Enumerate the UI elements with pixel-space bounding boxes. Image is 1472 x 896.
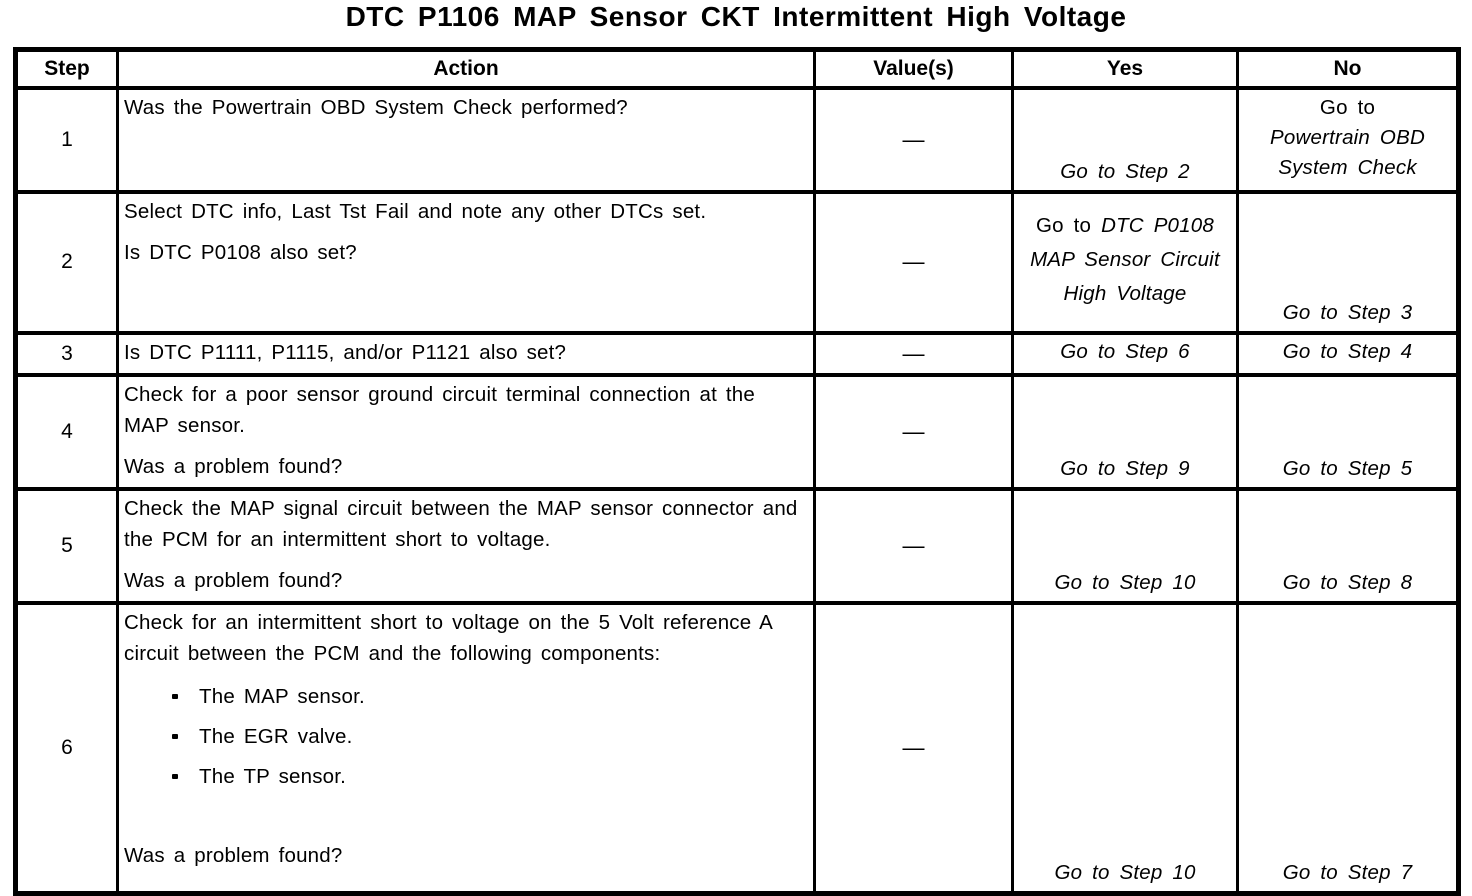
action-text: Is DTC P1111, P1115, and/or P1121 also s… — [124, 340, 567, 364]
value-cell: — — [813, 330, 1014, 377]
goto-text: Go to Step 10 — [1054, 570, 1196, 594]
bullet-item: The EGR valve. — [124, 721, 807, 752]
table-row: 2 Select DTC info, Last Tst Fail and not… — [14, 189, 1460, 335]
action-text: Check for a poor sensor ground circuit t… — [124, 382, 755, 437]
column-header-values: Value(s) — [813, 47, 1014, 90]
value-cell: — — [813, 486, 1014, 605]
action-cell: Check for an intermittent short to volta… — [116, 600, 816, 896]
action-cell: Is DTC P1111, P1115, and/or P1121 also s… — [116, 330, 816, 377]
diagnostic-table: Step Action Value(s) Yes No 1 Was the Po… — [13, 47, 1461, 896]
step-number: 6 — [14, 600, 119, 896]
no-cell: Go to Step 3 — [1236, 189, 1460, 335]
step-number: 1 — [14, 85, 119, 194]
goto-text: Go to Step 8 — [1282, 570, 1413, 594]
yes-cell: Go to Step 10 — [1011, 486, 1239, 605]
table-row: 3 Is DTC P1111, P1115, and/or P1121 also… — [14, 330, 1460, 377]
action-text: Was the Powertrain OBD System Check perf… — [124, 95, 628, 119]
yes-cell: Go to Step 6 — [1011, 330, 1239, 377]
action-question: Was a problem found? — [124, 454, 343, 478]
goto-prefix: Go to — [1319, 95, 1376, 119]
goto-text: Go to Step 2 — [1060, 159, 1190, 183]
action-question: Is DTC P0108 also set? — [124, 240, 357, 264]
column-header-no: No — [1236, 47, 1460, 90]
goto-text: Go to Step 9 — [1060, 456, 1190, 480]
action-cell: Check the MAP signal circuit between the… — [116, 486, 816, 605]
no-cell: Go to Step 4 — [1236, 330, 1460, 377]
action-text: Check for an intermittent short to volta… — [124, 610, 772, 665]
table-row: 4 Check for a poor sensor ground circuit… — [14, 372, 1460, 491]
yes-cell: Go to Step 10 — [1011, 600, 1239, 896]
column-header-step: Step — [14, 47, 119, 90]
goto-text: Go to Step 6 — [1060, 339, 1190, 363]
action-question: Was a problem found? — [124, 568, 343, 592]
goto-text: Go to Step 3 — [1282, 300, 1413, 324]
table-row: 5 Check the MAP signal circuit between t… — [14, 486, 1460, 605]
step-number: 4 — [14, 372, 119, 491]
no-cell: Go to Step 8 — [1236, 486, 1460, 605]
value-cell: — — [813, 600, 1014, 896]
table-header-row: Step Action Value(s) Yes No — [14, 47, 1460, 90]
step-number: 5 — [14, 486, 119, 605]
action-question: Was a problem found? — [124, 843, 343, 867]
value-cell: — — [813, 372, 1014, 491]
table-row: 1 Was the Powertrain OBD System Check pe… — [14, 85, 1460, 194]
goto-text: Go to Step 7 — [1282, 861, 1413, 884]
goto-text: Go to Step 4 — [1282, 339, 1413, 363]
goto-text: Go to Step 10 — [1054, 861, 1196, 884]
no-cell: Go to Step 5 — [1236, 372, 1460, 491]
goto-prefix: Go to — [1036, 214, 1092, 237]
step-number: 3 — [14, 330, 119, 377]
column-header-yes: Yes — [1011, 47, 1239, 90]
action-text: Select DTC info, Last Tst Fail and note … — [124, 199, 707, 223]
component-bullet-list: The MAP sensor. The EGR valve. The TP se… — [124, 681, 807, 792]
no-cell: Go to Powertrain OBD System Check — [1236, 85, 1460, 194]
goto-destination: DTC P0108 MAP Sensor Circuit High Voltag… — [1030, 214, 1220, 305]
goto-destination: Powertrain OBD System Check — [1270, 125, 1425, 179]
goto-text: Go to Step 5 — [1282, 456, 1413, 480]
column-header-action: Action — [116, 47, 816, 90]
bullet-item: The MAP sensor. — [124, 681, 807, 712]
table-row: 6 Check for an intermittent short to vol… — [14, 600, 1460, 896]
yes-cell: Go to Step 2 — [1011, 85, 1239, 194]
value-cell: — — [813, 85, 1014, 194]
action-text: Check the MAP signal circuit between the… — [124, 496, 798, 551]
action-cell: Select DTC info, Last Tst Fail and note … — [116, 189, 816, 335]
action-cell: Was the Powertrain OBD System Check perf… — [116, 85, 816, 194]
page-title: DTC P1106 MAP Sensor CKT Intermittent Hi… — [345, 1, 1127, 32]
no-cell: Go to Step 7 — [1236, 600, 1460, 896]
yes-cell: Go to Step 9 — [1011, 372, 1239, 491]
value-cell: — — [813, 189, 1014, 335]
bullet-item: The TP sensor. — [124, 761, 807, 792]
action-cell: Check for a poor sensor ground circuit t… — [116, 372, 816, 491]
yes-cell: Go to DTC P0108 MAP Sensor Circuit High … — [1011, 189, 1239, 335]
step-number: 2 — [14, 189, 119, 335]
